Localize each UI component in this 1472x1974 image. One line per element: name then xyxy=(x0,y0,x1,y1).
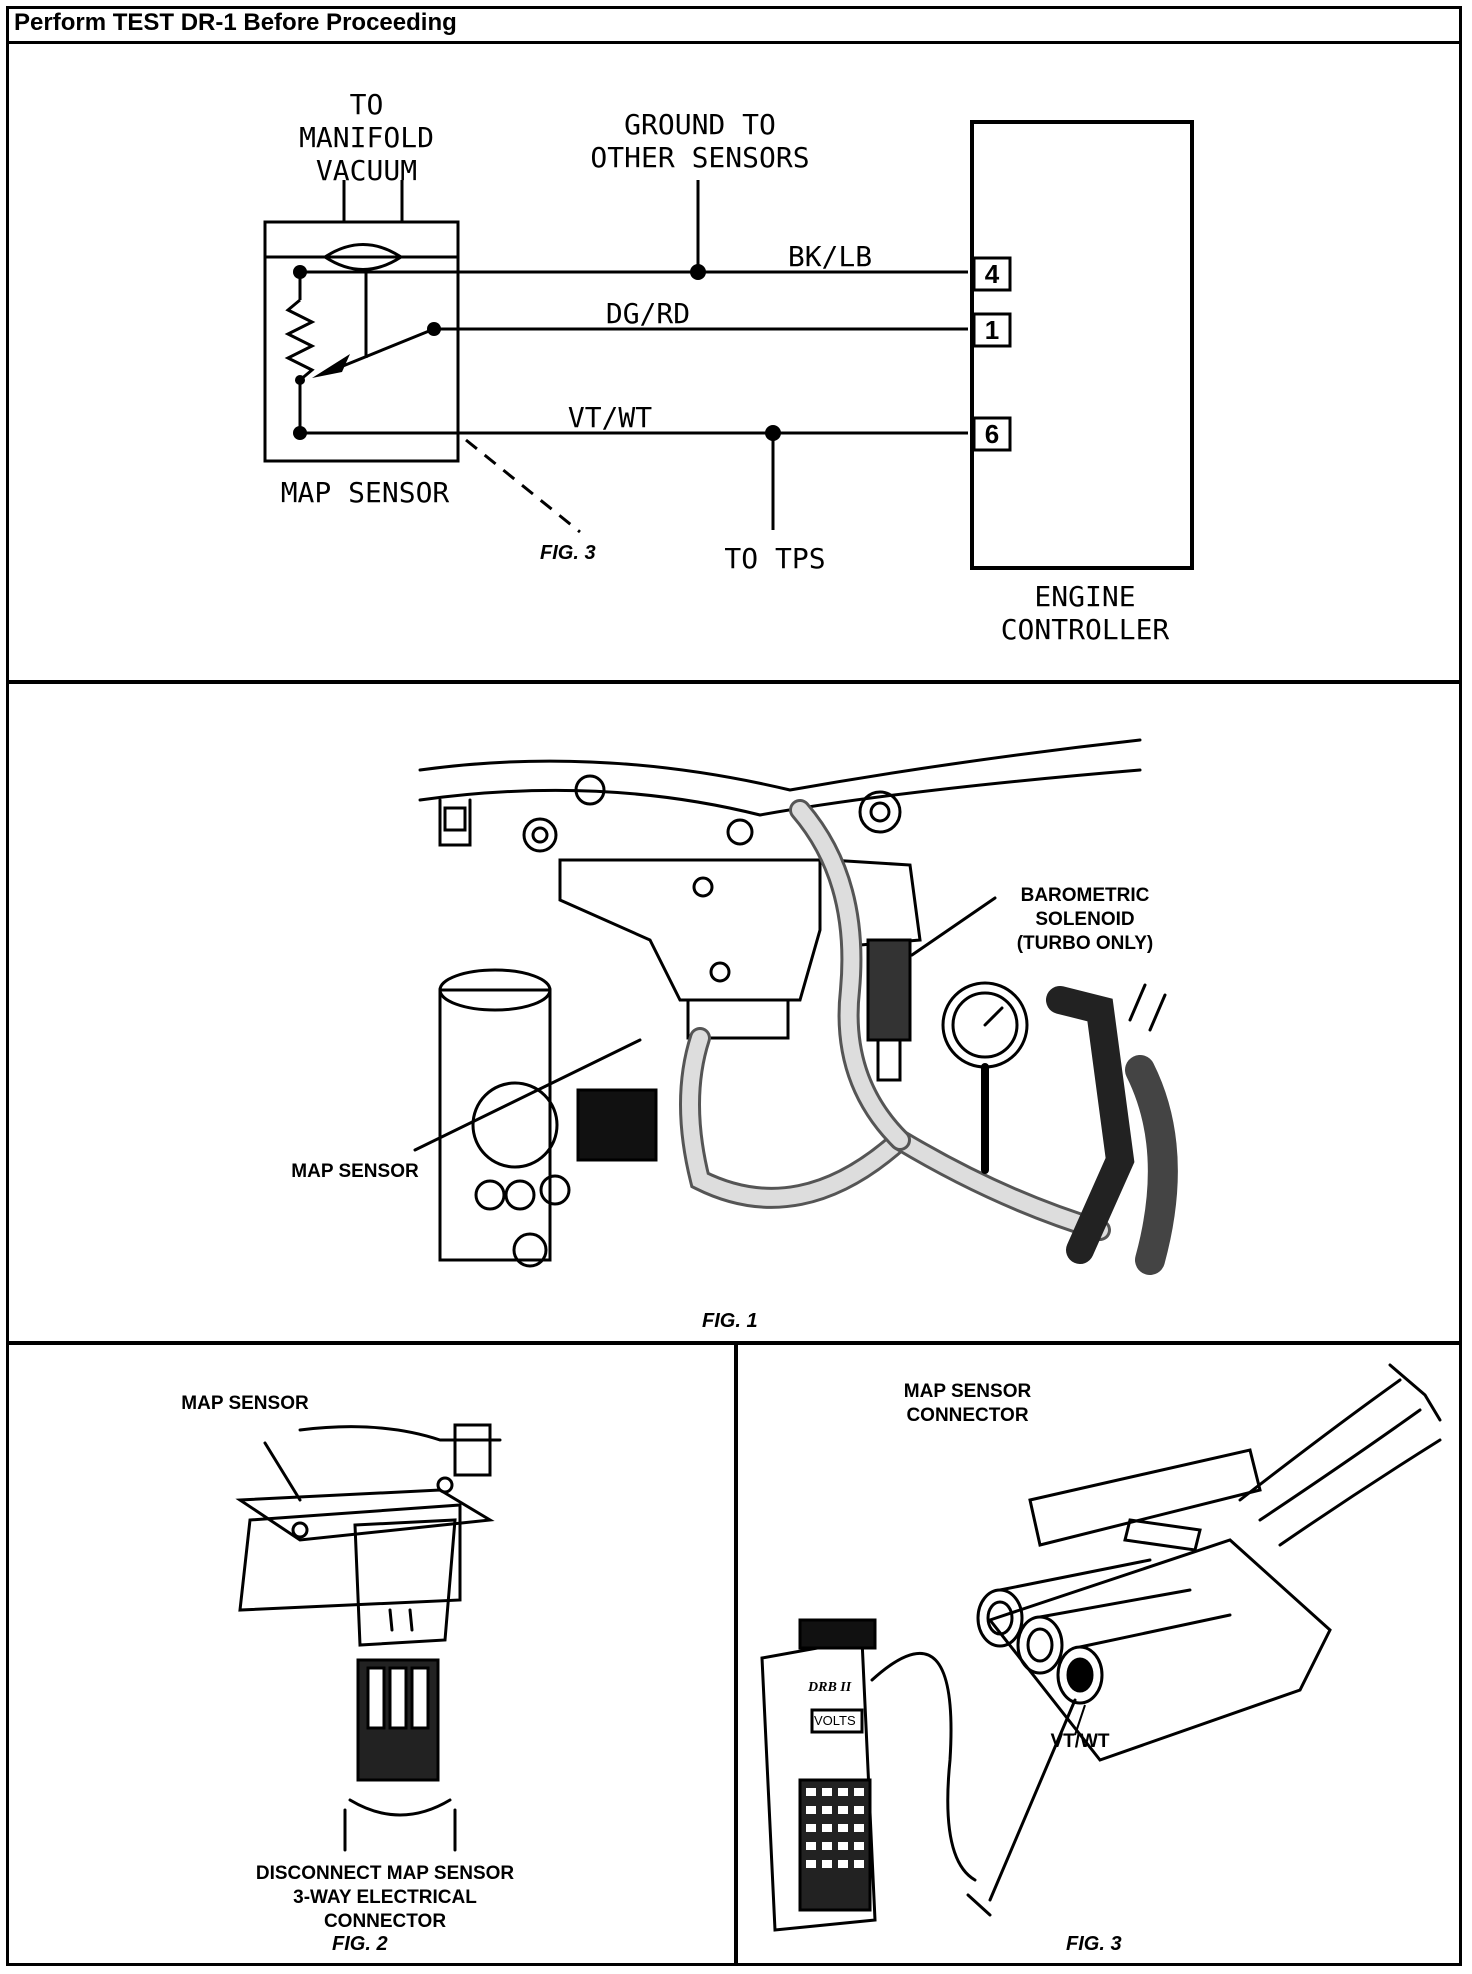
pin-1: 1 xyxy=(984,315,1000,345)
fig1-caption: FIG. 1 xyxy=(702,1310,758,1332)
map-sensor-box xyxy=(263,220,460,463)
fig1-baro-label: BAROMETRIC SOLENOID (TURBO ONLY) xyxy=(1016,885,1154,954)
fig2-instruction: DISCONNECT MAP SENSOR 3-WAY ELECTRICAL C… xyxy=(255,1863,515,1932)
resistor-icon xyxy=(284,298,316,382)
wire-label-bk-lb: BK/LB xyxy=(787,240,873,273)
fig3-title: MAP SENSOR CONNECTOR xyxy=(903,1381,1032,1426)
fig2-title: MAP SENSOR xyxy=(181,1393,309,1414)
schematic-diagram xyxy=(263,120,1194,570)
tps-label: TO TPS xyxy=(724,542,826,575)
wiper-arrow-icon xyxy=(312,354,350,378)
engine-controller-label: ENGINE CONTROLLER xyxy=(1000,580,1170,646)
diaphragm-icon xyxy=(322,243,404,271)
schematic-fig-ref: FIG. 3 xyxy=(540,542,596,564)
pin-4: 4 xyxy=(984,259,1000,289)
fig3-wire-label: VT/WT xyxy=(1050,1731,1110,1752)
fig3-meter-mode: VOLTS xyxy=(814,1713,856,1728)
vacuum-label: TO MANIFOLD VACUUM xyxy=(299,88,434,187)
header-divider xyxy=(6,41,1462,44)
engine-controller-box xyxy=(970,120,1194,570)
section-divider-1 xyxy=(6,680,1462,684)
fig3-caption: FIG. 3 xyxy=(1066,1933,1122,1955)
pin-6: 6 xyxy=(984,419,1000,449)
wire-label-vt-wt: VT/WT xyxy=(567,401,653,434)
map-sensor-label: MAP SENSOR xyxy=(280,476,450,509)
header-title: Perform TEST DR-1 Before Proceeding xyxy=(14,9,457,36)
fig2-caption: FIG. 2 xyxy=(332,1933,388,1955)
fig3-meter-brand: DRB II xyxy=(808,1680,852,1695)
fig1-map-label: MAP SENSOR xyxy=(291,1161,419,1182)
section-divider-vertical xyxy=(734,1341,738,1966)
ground-label: GROUND TO OTHER SENSORS xyxy=(590,108,810,174)
wire-label-dg-rd: DG/RD xyxy=(605,297,691,330)
